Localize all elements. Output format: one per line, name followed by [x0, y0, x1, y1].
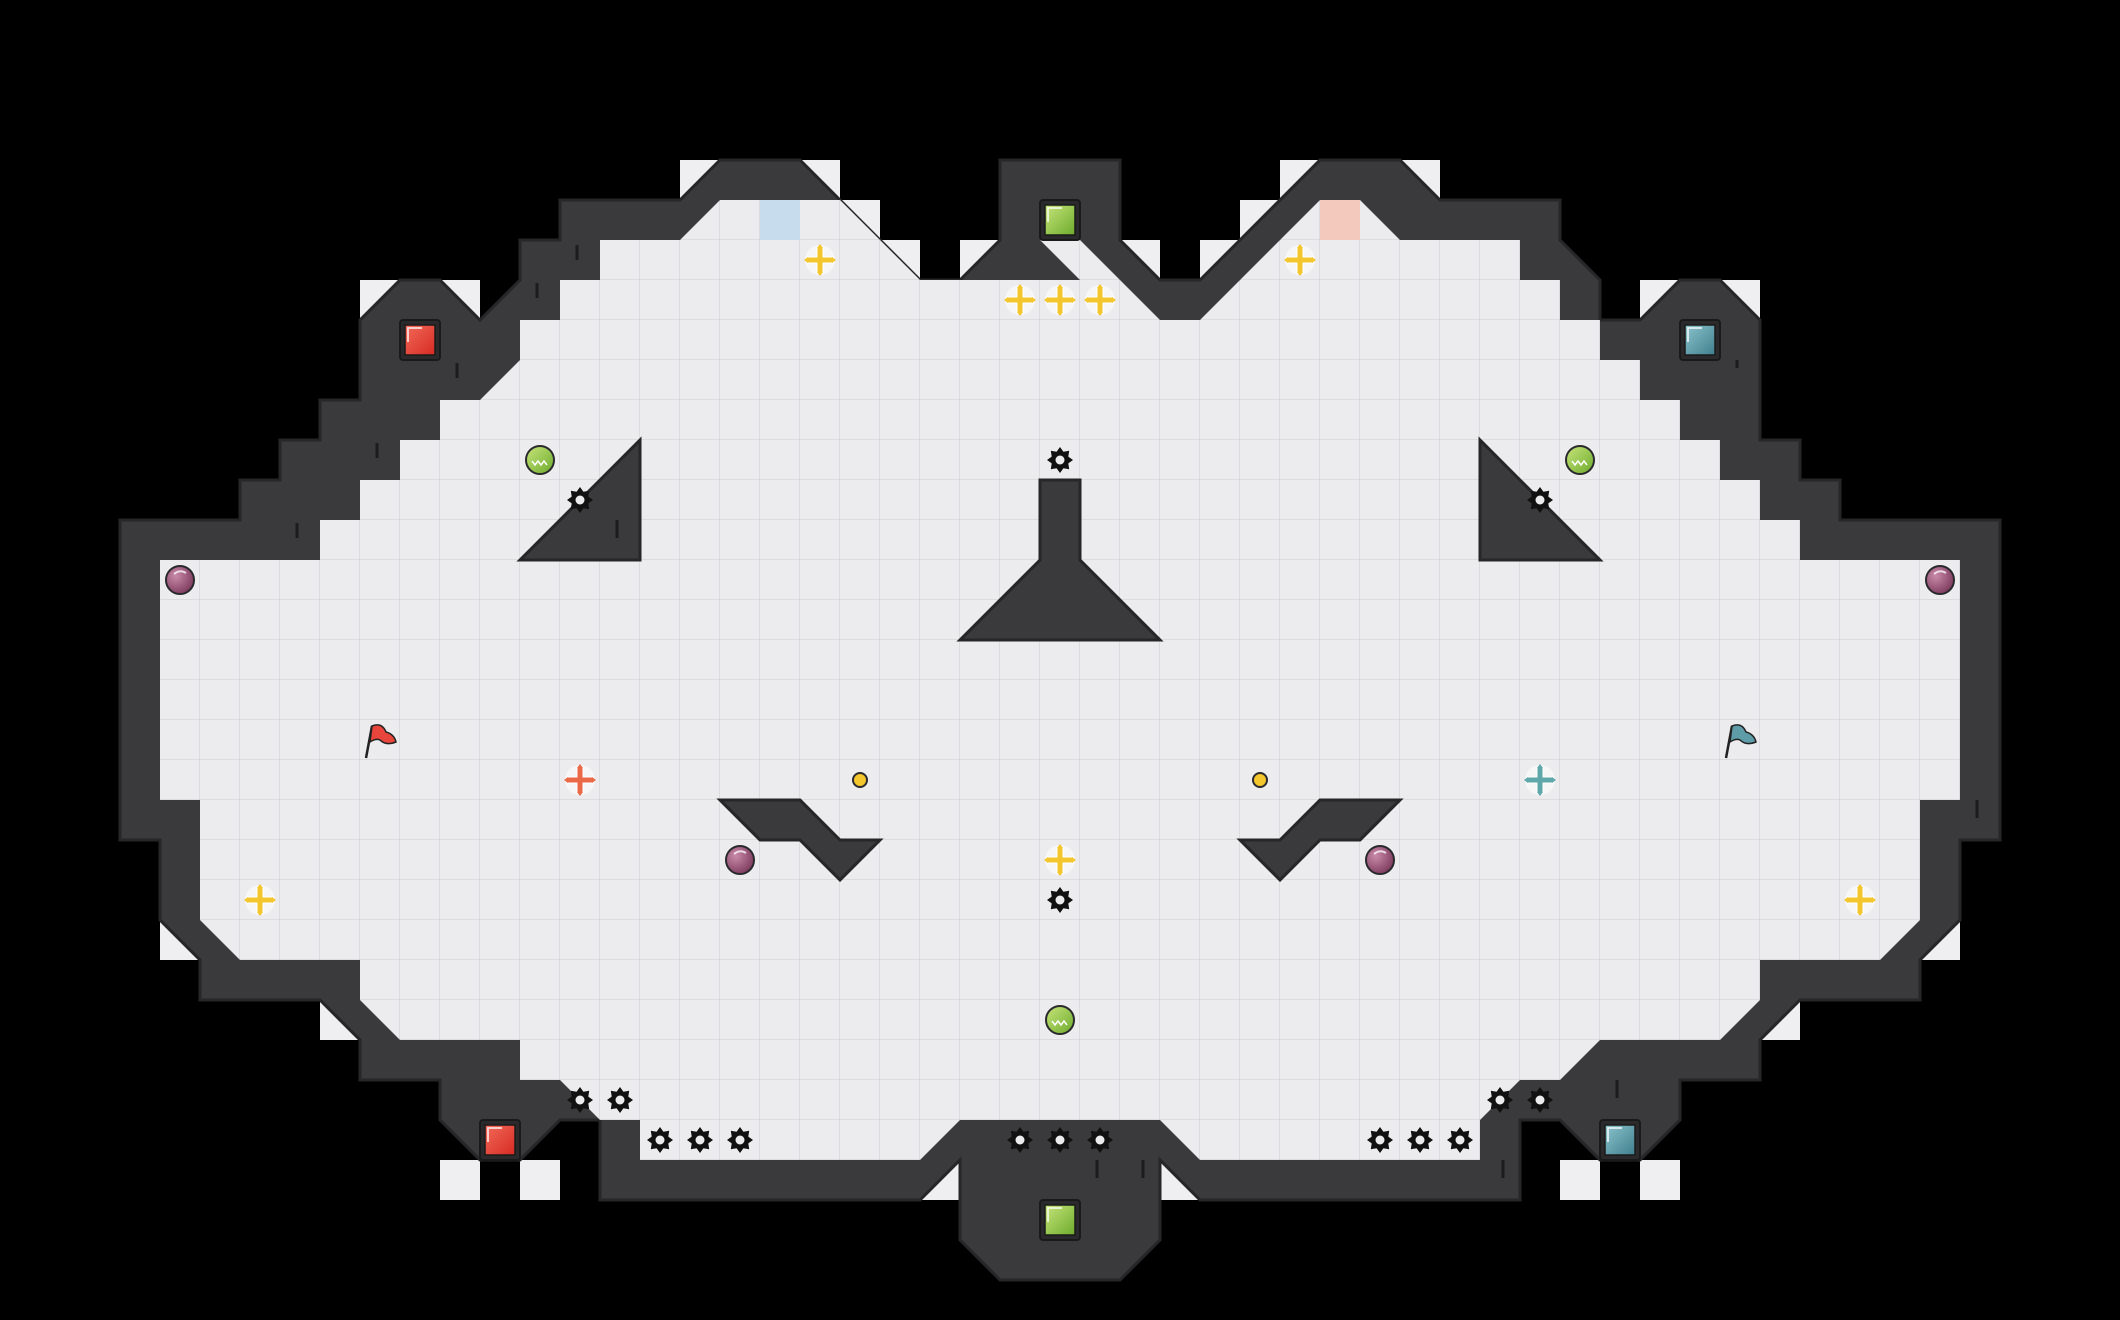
boost-pad-icon[interactable]: [1565, 445, 1595, 475]
spike-icon: [1487, 1087, 1513, 1113]
team-gate-green-icon[interactable]: [1039, 199, 1081, 241]
powerup-red-icon[interactable]: [564, 764, 596, 796]
bomb-icon[interactable]: [725, 845, 755, 875]
powerup-yellow-icon[interactable]: [804, 244, 836, 276]
spike-icon: [1447, 1127, 1473, 1153]
powerup-yellow-icon[interactable]: [1084, 284, 1116, 316]
spike-icon: [1367, 1127, 1393, 1153]
spike-icon: [647, 1127, 673, 1153]
right-zigzag-wall: [1236, 798, 1404, 883]
spike-icon: [607, 1087, 633, 1113]
portal-icon[interactable]: [852, 772, 868, 788]
red-endzone-tile: [1320, 200, 1360, 240]
powerup-yellow-icon[interactable]: [1044, 844, 1076, 876]
powerup-teal-icon[interactable]: [1524, 764, 1556, 796]
spike-icon: [1047, 887, 1073, 913]
spike-icon: [567, 1087, 593, 1113]
spike-icon: [727, 1127, 753, 1153]
powerup-yellow-icon[interactable]: [244, 884, 276, 916]
boost-pad-icon[interactable]: [1045, 1005, 1075, 1035]
powerup-yellow-icon[interactable]: [1004, 284, 1036, 316]
blue-endzone-tile: [760, 200, 800, 240]
spike-icon: [1007, 1127, 1033, 1153]
powerup-yellow-icon[interactable]: [1844, 884, 1876, 916]
boost-pad-icon[interactable]: [525, 445, 555, 475]
powerup-yellow-icon[interactable]: [1044, 284, 1076, 316]
team-gate-blue-icon[interactable]: [1679, 319, 1721, 361]
team-gate-red-icon[interactable]: [479, 1119, 521, 1161]
spike-icon: [1527, 487, 1553, 513]
flag-red-icon[interactable]: [364, 724, 397, 759]
bomb-icon[interactable]: [1365, 845, 1395, 875]
map-entities: [165, 199, 1979, 1241]
center-pillar-wall: [956, 478, 1164, 642]
arena-floor: [160, 200, 1960, 1160]
spike-icon: [687, 1127, 713, 1153]
flag-blue-icon[interactable]: [1724, 724, 1757, 759]
spike-icon: [1047, 1127, 1073, 1153]
spike-icon: [1047, 447, 1073, 473]
bomb-icon[interactable]: [165, 565, 195, 595]
powerup-yellow-icon[interactable]: [1284, 244, 1316, 276]
team-gate-blue-icon[interactable]: [1599, 1119, 1641, 1161]
spike-icon: [1527, 1087, 1553, 1113]
portal-icon[interactable]: [1252, 772, 1268, 788]
spike-icon: [1407, 1127, 1433, 1153]
spike-icon: [1087, 1127, 1113, 1153]
bomb-icon[interactable]: [1925, 565, 1955, 595]
spike-icon: [567, 487, 593, 513]
interior-walls: [516, 436, 1604, 883]
left-zigzag-wall: [716, 798, 884, 883]
team-gate-green-icon[interactable]: [1039, 1199, 1081, 1241]
team-gate-red-icon[interactable]: [399, 319, 441, 361]
